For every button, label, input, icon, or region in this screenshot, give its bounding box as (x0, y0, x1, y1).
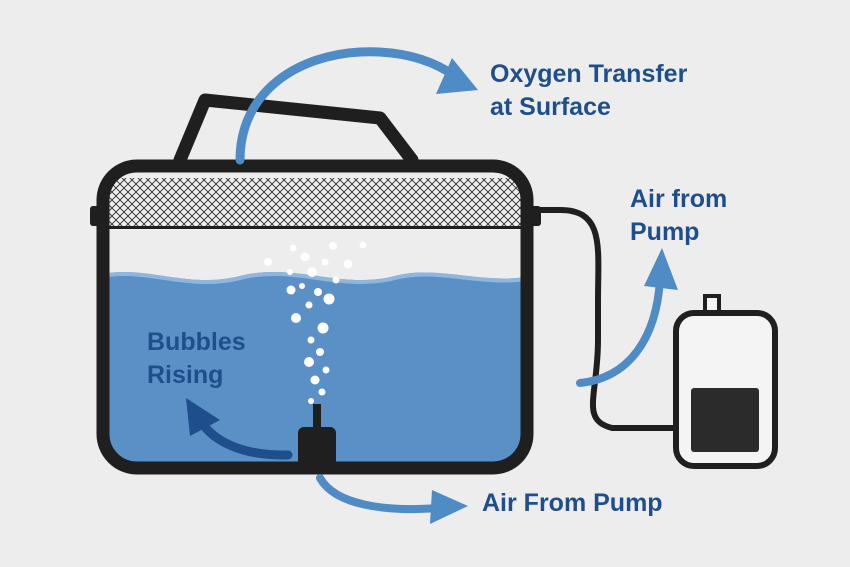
bubbles (264, 241, 367, 404)
lid-clip-left (90, 206, 104, 226)
label-air-top-line2: Pump (630, 218, 700, 246)
label-air-top-line1: Air from (630, 185, 728, 213)
label-air-bottom-text: Air From Pump (482, 489, 663, 517)
carry-handle-icon (173, 93, 419, 167)
label-oxygen-transfer: Oxygen Transfer at Surface (490, 58, 687, 124)
label-air-from-pump-bottom: Air From Pump (482, 487, 663, 520)
oxygen-arrow (235, 47, 460, 165)
oxygen-arrowhead (436, 58, 478, 94)
label-oxygen-line1: Oxygen Transfer (490, 60, 688, 88)
airstone-icon (298, 427, 336, 469)
water-surface-highlight (103, 271, 527, 285)
bubbles-arrowhead (186, 398, 220, 436)
label-bubbles-rising: Bubbles Rising (147, 326, 246, 392)
label-bubbles-line1: Bubbles (147, 328, 246, 356)
air-bottom-arrow (316, 474, 442, 514)
pump-panel (691, 388, 759, 452)
label-air-from-pump-top: Air from Pump (630, 183, 727, 249)
label-bubbles-line2: Rising (147, 361, 224, 389)
label-oxygen-line2: at Surface (490, 93, 611, 121)
air-bottom-arrowhead (430, 490, 468, 524)
air-top-arrowhead (644, 248, 678, 290)
arrows (186, 47, 678, 524)
airstone-tube (313, 404, 321, 432)
air-tube (524, 207, 683, 431)
mesh-lid-icon (103, 178, 527, 226)
air-top-arrow (576, 276, 664, 387)
